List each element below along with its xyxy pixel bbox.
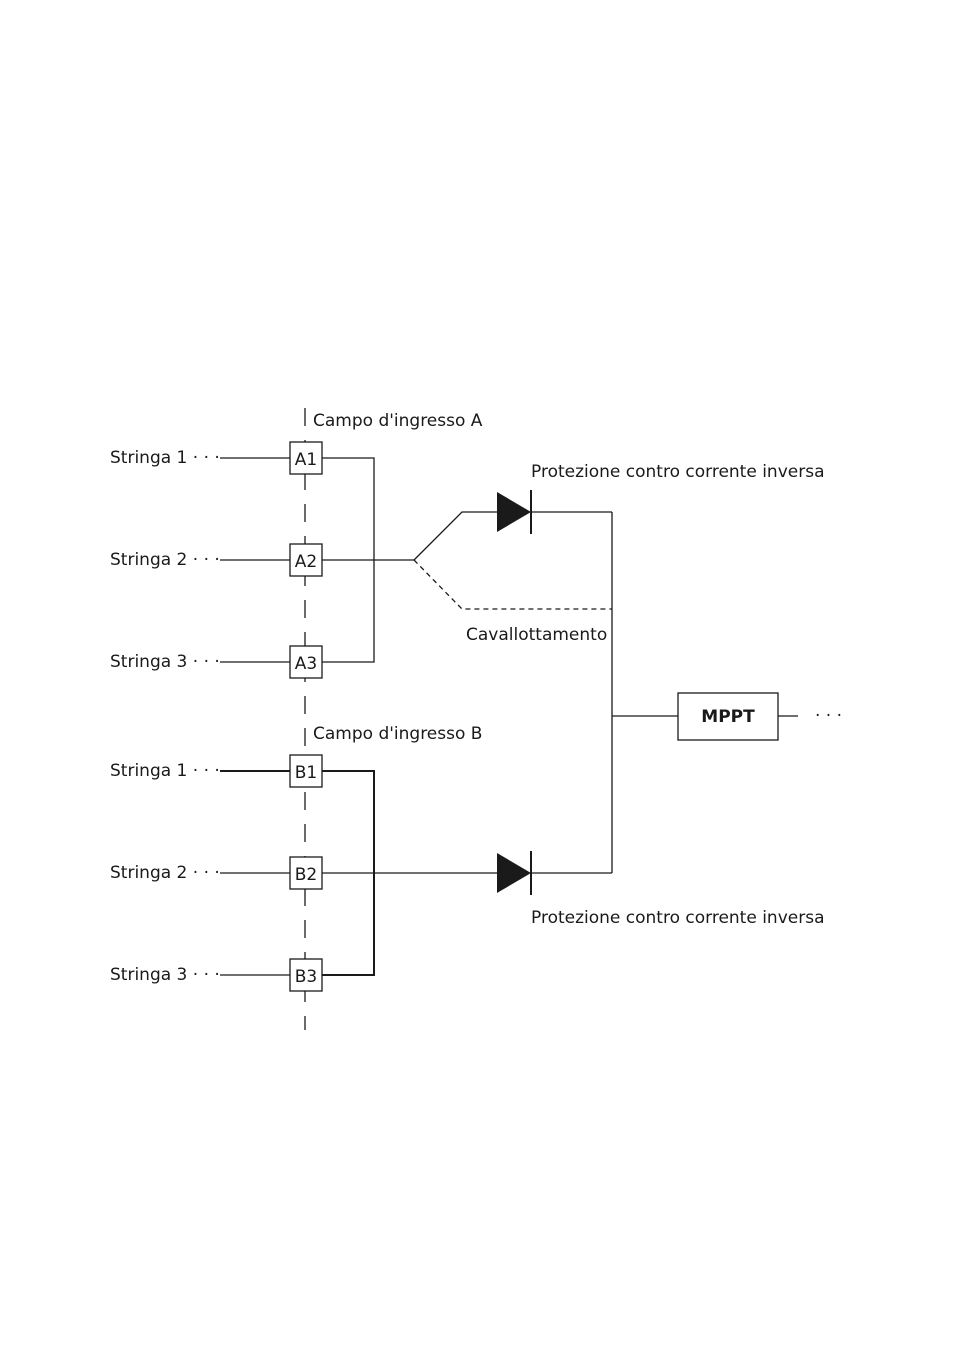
bridge-label: Cavallottamento xyxy=(466,625,607,645)
terminal-a3-label: A3 xyxy=(295,654,317,674)
field-a-to-diode-wire xyxy=(413,511,498,561)
diode-bottom-icon xyxy=(497,853,531,893)
terminal-b1-label: B1 xyxy=(295,763,317,783)
mppt-box xyxy=(677,692,779,741)
field-a-title: Campo d'ingresso A xyxy=(313,411,483,431)
field-b-string-2-label: Stringa 2 · · · xyxy=(110,863,220,883)
field-a-string-3-label: Stringa 3 · · · xyxy=(110,652,220,672)
terminal-b3-label: B3 xyxy=(295,967,317,987)
field-b-title: Campo d'ingresso B xyxy=(313,724,482,744)
bridge-dashed-wire xyxy=(413,559,612,610)
field-a-string-1-label: Stringa 1 · · · xyxy=(110,448,220,468)
mppt-label: MPPT xyxy=(701,707,755,727)
terminal-a3 xyxy=(289,645,323,679)
terminal-b2-label: B2 xyxy=(295,865,317,885)
diode-bottom-label: Protezione contro corrente inversa xyxy=(531,908,824,928)
terminal-a1-label: A1 xyxy=(295,450,317,470)
terminal-a2-label: A2 xyxy=(295,552,317,572)
diode-top-label: Protezione contro corrente inversa xyxy=(531,462,824,482)
terminal-a2 xyxy=(289,543,323,577)
field-b-string-3-label: Stringa 3 · · · xyxy=(110,965,220,985)
diode-top-icon xyxy=(497,492,531,532)
field-a-string-2-label: Stringa 2 · · · xyxy=(110,550,220,570)
field-b-string-1-label: Stringa 1 · · · xyxy=(110,761,220,781)
continuation-dots: · · · xyxy=(815,706,842,726)
